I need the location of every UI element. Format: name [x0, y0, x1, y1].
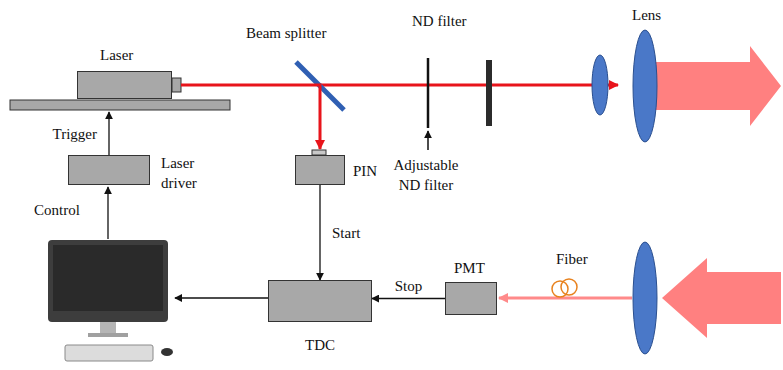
- incoming-beam: [662, 258, 781, 338]
- nd-filter-label: ND filter: [412, 12, 467, 30]
- start-signal: [319, 185, 320, 280]
- nd-filter: [427, 58, 430, 128]
- adjustable-nd-filter: [486, 60, 492, 126]
- adjustable-nd-filter-label: Adjustable ND filter: [386, 155, 466, 195]
- node-label: PMT: [454, 259, 485, 277]
- lens-label: Lens: [632, 6, 661, 24]
- split-beam: [181, 85, 320, 149]
- fiber-label: Fiber: [556, 250, 588, 268]
- monitor-frame: [48, 240, 168, 322]
- node-label: Laser driver: [161, 153, 216, 193]
- laser-driver-box: Laser driver: [68, 155, 150, 185]
- small-lens: [592, 55, 608, 115]
- adjust-arrow: [427, 131, 429, 150]
- node-label: Laser: [100, 46, 133, 64]
- pmt-box: PMT: [445, 282, 497, 315]
- node-label: PIN: [353, 162, 377, 180]
- fiber: [499, 297, 632, 300]
- control-label: Control: [34, 201, 80, 219]
- outgoing-beam: [652, 46, 781, 126]
- monitor-screen: [53, 245, 163, 311]
- control-arrow: [107, 187, 108, 239]
- big-lens: [633, 30, 657, 142]
- signal-label: Start: [330, 224, 362, 242]
- mouse: [161, 348, 173, 356]
- receiver-lens: [633, 242, 657, 354]
- keyboard: [65, 345, 153, 361]
- monitor-stand: [88, 333, 128, 337]
- signal-label: Stop: [393, 277, 425, 295]
- tdc-box: TDC: [268, 280, 372, 322]
- fiber-coil: [561, 279, 577, 295]
- node-label: TDC: [305, 336, 335, 354]
- pin-detector-box: PIN: [295, 155, 345, 185]
- data-arrow: [175, 297, 268, 298]
- beam-splitter-label: Beam splitter: [246, 24, 326, 42]
- stop-signal: [372, 298, 445, 299]
- signal-label: Trigger: [51, 125, 99, 143]
- trigger-arrow: [108, 112, 109, 155]
- laser-box: Laser: [77, 71, 172, 99]
- laser-nozzle: [172, 78, 181, 92]
- laser-beam: [318, 84, 618, 87]
- monitor-neck: [100, 322, 116, 334]
- laser-base-plate: [10, 100, 230, 110]
